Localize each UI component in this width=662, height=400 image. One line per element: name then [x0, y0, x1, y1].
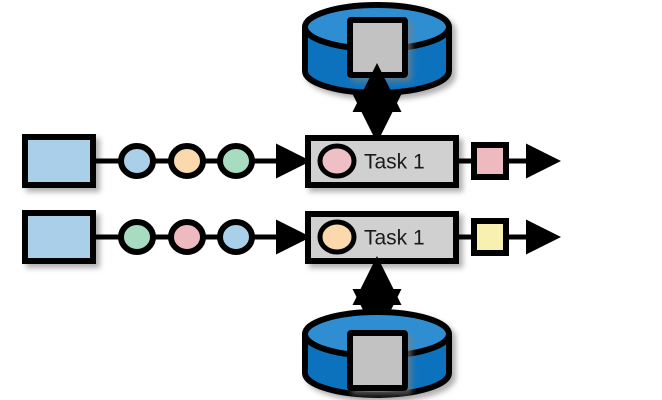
- stage-circle-row2-3[interactable]: [217, 219, 255, 255]
- stage-circle-row2-1[interactable]: [118, 219, 156, 255]
- stage-circle-row1-2[interactable]: [168, 143, 206, 179]
- pipeline-row-1: Task 1: [22, 2, 561, 188]
- stage-circle-row1-1[interactable]: [118, 143, 156, 179]
- source-data-box-row1[interactable]: [22, 134, 96, 188]
- pipeline-row-2: Task 1: [22, 210, 561, 398]
- task-box-1[interactable]: Task 1: [305, 135, 459, 188]
- task-box-2-label: Task 1: [364, 227, 425, 250]
- task-status-circle-2: [317, 219, 357, 255]
- database-record-square-top[interactable]: [347, 17, 408, 78]
- stage-circle-row1-3[interactable]: [217, 143, 255, 179]
- task-box-2[interactable]: Task 1: [305, 211, 459, 264]
- output-square-row2[interactable]: [471, 218, 509, 256]
- database-record-square-bottom[interactable]: [347, 330, 408, 391]
- output-square-row1[interactable]: [471, 142, 509, 180]
- task-status-circle-1: [317, 143, 357, 179]
- task-box-1-label: Task 1: [364, 151, 425, 174]
- source-data-box-row2[interactable]: [22, 210, 96, 264]
- stage-circle-row2-2[interactable]: [168, 219, 206, 255]
